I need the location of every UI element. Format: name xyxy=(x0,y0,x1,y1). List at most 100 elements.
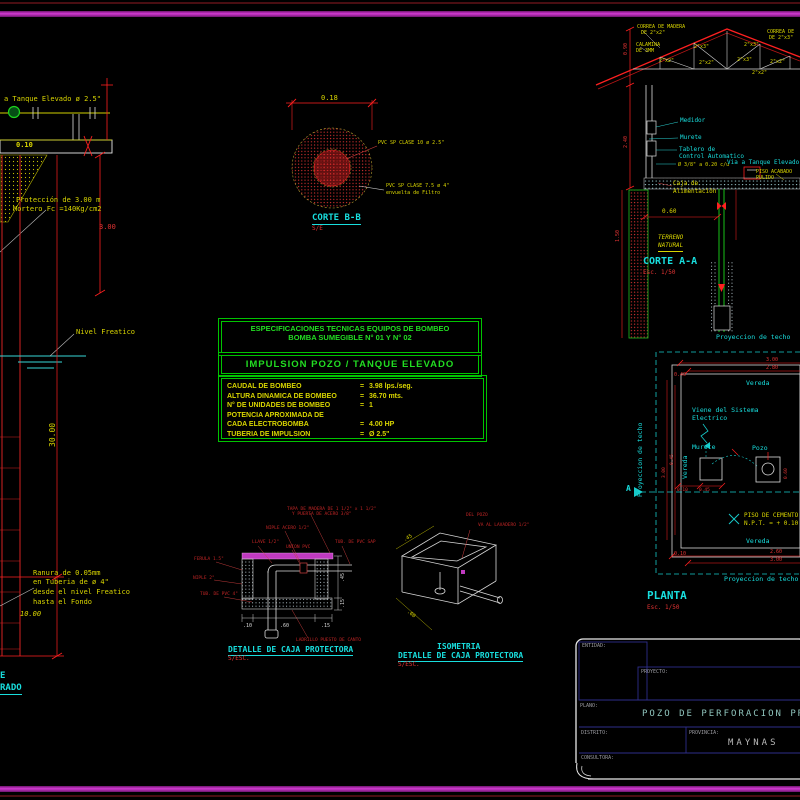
vereda-bottom-label: Vereda xyxy=(746,537,770,545)
corte-bb-pipe-outer-label-1: PVC SP CLASE 7.5 ø 4" xyxy=(386,183,450,189)
spec-table-subheader-box: IMPULSION POZO / TANQUE ELEVADO xyxy=(218,352,482,377)
tablero-box xyxy=(646,140,657,157)
ranura-label-4: hasta el Fondo xyxy=(33,598,93,606)
correa-left-label-2: DE 2"x2" xyxy=(641,30,666,36)
water-level-lines xyxy=(0,355,86,369)
planta-dim-top-2: 2.80 xyxy=(766,365,779,371)
pozo-plan-label: Pozo xyxy=(752,444,768,452)
spec-row: ALTURA DINAMICA DE BOMBEO=36.70 mts. xyxy=(227,392,403,400)
iso-title-1: ISOMETRIA xyxy=(437,642,481,651)
medidor-box xyxy=(646,120,657,135)
caja-label-1: Caja de xyxy=(673,180,699,187)
titleblock-consultora-label: CONSULTORA: xyxy=(581,755,615,761)
truss-member-label: 2"x2" xyxy=(699,60,715,66)
corte-aa-dim-left-mid: 2.40 xyxy=(623,135,629,148)
detalle-izq-label-2: NIPLE 2" xyxy=(193,576,215,581)
viene-sistema-label-2: Electrico xyxy=(692,414,728,422)
murete-plan xyxy=(699,457,723,481)
detalle-ladrillo-label: LADRILLO PUESTO DE CANTO xyxy=(296,638,362,643)
detalle-leaders xyxy=(213,512,351,639)
truss-member-label: 2"x3" xyxy=(744,42,760,48)
pipe-hatch-left xyxy=(711,262,717,332)
planta-dim-murete-2: 0.45 xyxy=(699,488,710,493)
proteccion-label-2: Mortero Fc =140Kg/cm2 xyxy=(13,205,102,213)
spec-row: TUBERIA DE IMPULSION=Ø 2.5" xyxy=(227,430,390,438)
vereda-top-label: Vereda xyxy=(746,379,770,387)
correa-right-label-2: DE 2"x3" xyxy=(769,35,794,41)
correa-left-label-1: CORREA DE MADERA xyxy=(637,24,686,30)
detalle-dim-10: .10 xyxy=(243,623,253,629)
dim-10m: 10.00 xyxy=(20,610,42,618)
detalle-tapa-label-2: Y PUERTA DE ACERO 3/8" xyxy=(292,512,352,517)
corte-bb-drawing xyxy=(286,98,385,209)
planta-dim-bottom-left: 0.10 xyxy=(674,551,687,557)
section-arrow-icon xyxy=(634,487,643,497)
proyeccion-techo-bottom: Proyeccion de techo xyxy=(724,575,799,583)
footing-hatch xyxy=(628,189,649,339)
corte-aa-dim-060: 0.60 xyxy=(662,208,677,215)
spec-header-line1: ESPECIFICACIONES TECNICAS EQUIPOS DE BOM… xyxy=(250,324,450,333)
detalle-dim-60: .60 xyxy=(280,623,290,629)
corte-bb-scale: S/E xyxy=(312,225,323,232)
planta-dim-top-1: 3.00 xyxy=(766,357,779,363)
via-tanque-label: Via a Tanque Elevado Ø 2.5" xyxy=(727,159,800,166)
titleblock-provincia-label: PROVINCIA: xyxy=(689,730,720,736)
casing-slot-ticks xyxy=(0,436,20,650)
well-section-drawing xyxy=(0,78,113,660)
spec-table-header-box: ESPECIFICACIONES TECNICAS EQUIPOS DE BOM… xyxy=(218,318,482,356)
planta-dim-top-left: 0.40 xyxy=(674,372,687,378)
terreno-label-2: NATURAL xyxy=(658,242,684,252)
piso-cemento-label-2: N.P.T. = + 0.10 xyxy=(744,520,799,527)
calamina-label-2: DE 3MM xyxy=(636,48,655,54)
top-maroon-line xyxy=(0,2,800,4)
iso-scale: S/ESC. xyxy=(398,661,420,668)
truss-member-label: 2"x2" xyxy=(752,70,768,76)
detalle-niple-label: NIPLE ACERO 1/2" xyxy=(266,526,310,531)
planta-dim-pozo: 0.60 xyxy=(784,468,789,479)
spec-header-line2: BOMBA SUMEGIBLE N° 01 Y N° 02 xyxy=(288,332,412,342)
corte-aa-title: CORTE A-A xyxy=(643,256,698,267)
detalle-union-label: UNION PVC xyxy=(286,545,311,550)
valve-icon xyxy=(7,105,21,119)
detalle-dim-45: .45 xyxy=(340,572,346,582)
titleblock-plano-label: PLANO: xyxy=(580,703,599,709)
dim-slab-thickness: 0.10 xyxy=(16,141,33,149)
planta-dim-left-2: 0.45 xyxy=(670,454,675,465)
piso-acabado-label-1: PISO ACABADO xyxy=(756,169,793,175)
spec-row: N° DE UNIDADES DE BOMBEO=1 xyxy=(227,402,373,410)
titleblock-proyecto-label: PROYECTO: xyxy=(641,669,669,675)
nivel-freatico-label: Nivel Freatico xyxy=(76,328,136,336)
floor-slab-hatch xyxy=(643,177,800,190)
planta-dim-bottom-2: 3.00 xyxy=(770,557,783,563)
bottom-magenta-bar xyxy=(0,786,800,792)
tablero-label-2: Control Automatico xyxy=(679,153,745,160)
vereda-left-label: Vereda xyxy=(681,455,689,479)
pozo-plan xyxy=(755,456,781,483)
truss-member-label: 2"x3" xyxy=(737,57,753,63)
corte-aa-drawing xyxy=(595,26,800,339)
detalle-dim-15b: .15 xyxy=(340,598,346,608)
iso-title-2: DETALLE DE CAJA PROTECTORA xyxy=(398,651,524,663)
titleblock-distrito-label: DISTRITO: xyxy=(581,730,609,736)
murete-plan-label: Murete xyxy=(692,443,716,451)
tablero-label-1: Tablero de xyxy=(679,146,716,153)
titleblock-entidad-label: ENTIDAD: xyxy=(582,643,607,649)
detalle-caja-drawing xyxy=(213,512,352,639)
spec-row: CADA ELECTROBOMBA=4.00 HP xyxy=(227,421,395,429)
leader-lines xyxy=(648,121,679,165)
detalle-izq-label-3: TUB. DE PVC 4" xyxy=(200,592,238,597)
iso-label-2: VA AL LAVADERO 1/2" xyxy=(478,523,530,528)
piso-acabado-label-2: PULIDO xyxy=(756,175,775,181)
corte-bb-dim: 0.18 xyxy=(321,94,338,102)
proyeccion-techo-top: Proyeccion de techo xyxy=(716,333,791,341)
proteccion-label-1: Protección de 3.00 m xyxy=(16,196,101,204)
titleblock-plano-value: POZO DE PERFORACION PROYECTA xyxy=(642,709,800,719)
caja-label-2: Alimentación xyxy=(673,188,717,195)
detalle-llave-label: LLAVE 1/2" xyxy=(252,540,280,545)
detalle-tapa-label-1: TAPA DE MADERA DE 1 1/2" x 1 1/2" xyxy=(287,507,377,512)
spec-row: POTENCIA APROXIMADA DE xyxy=(227,411,324,419)
spec-row: CAUDAL DE BOMBEO=3.98 lps./seg. xyxy=(227,383,413,390)
well-title-fragment-1: E xyxy=(0,671,6,681)
terreno-label-1: TERRENO xyxy=(658,234,684,241)
pipe-hatch-right xyxy=(727,262,733,332)
